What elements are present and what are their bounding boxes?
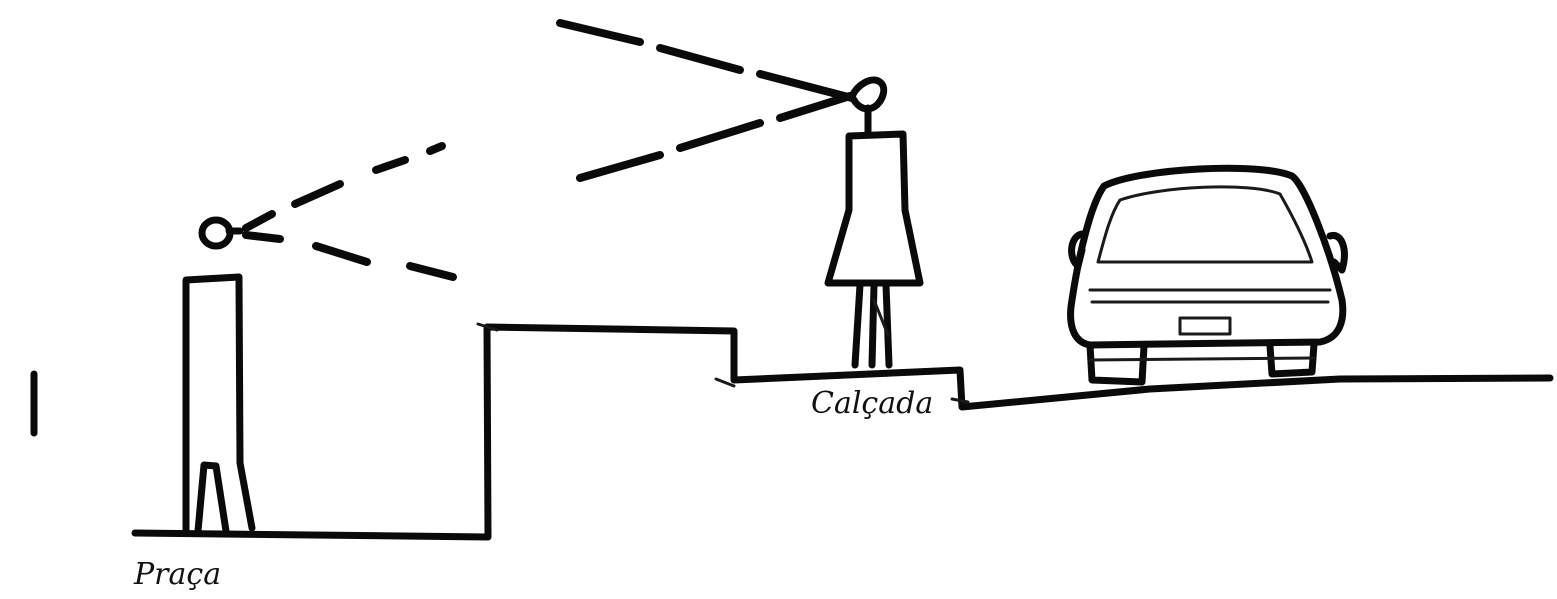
person-plaza-head bbox=[202, 220, 230, 246]
sight-lines-sidewalk bbox=[560, 23, 852, 178]
car-hood-line bbox=[1090, 290, 1330, 302]
person-sidewalk-dress bbox=[828, 134, 920, 283]
label-plaza: Praça bbox=[134, 560, 221, 590]
car-bumper bbox=[1090, 358, 1314, 360]
car-license-plate bbox=[1180, 318, 1230, 334]
car-windshield bbox=[1098, 187, 1312, 262]
car bbox=[1071, 168, 1345, 382]
person-plaza-body bbox=[186, 277, 252, 531]
car-wheel-left bbox=[1090, 345, 1144, 382]
person-sidewalk bbox=[828, 80, 920, 365]
person-plaza bbox=[186, 220, 252, 531]
label-sidewalk: Calçada bbox=[811, 389, 933, 419]
sight-lines-plaza bbox=[246, 146, 453, 277]
car-mirror-left bbox=[1072, 234, 1082, 266]
ground-profile bbox=[135, 327, 1550, 537]
car-mirror-right bbox=[1330, 235, 1344, 270]
